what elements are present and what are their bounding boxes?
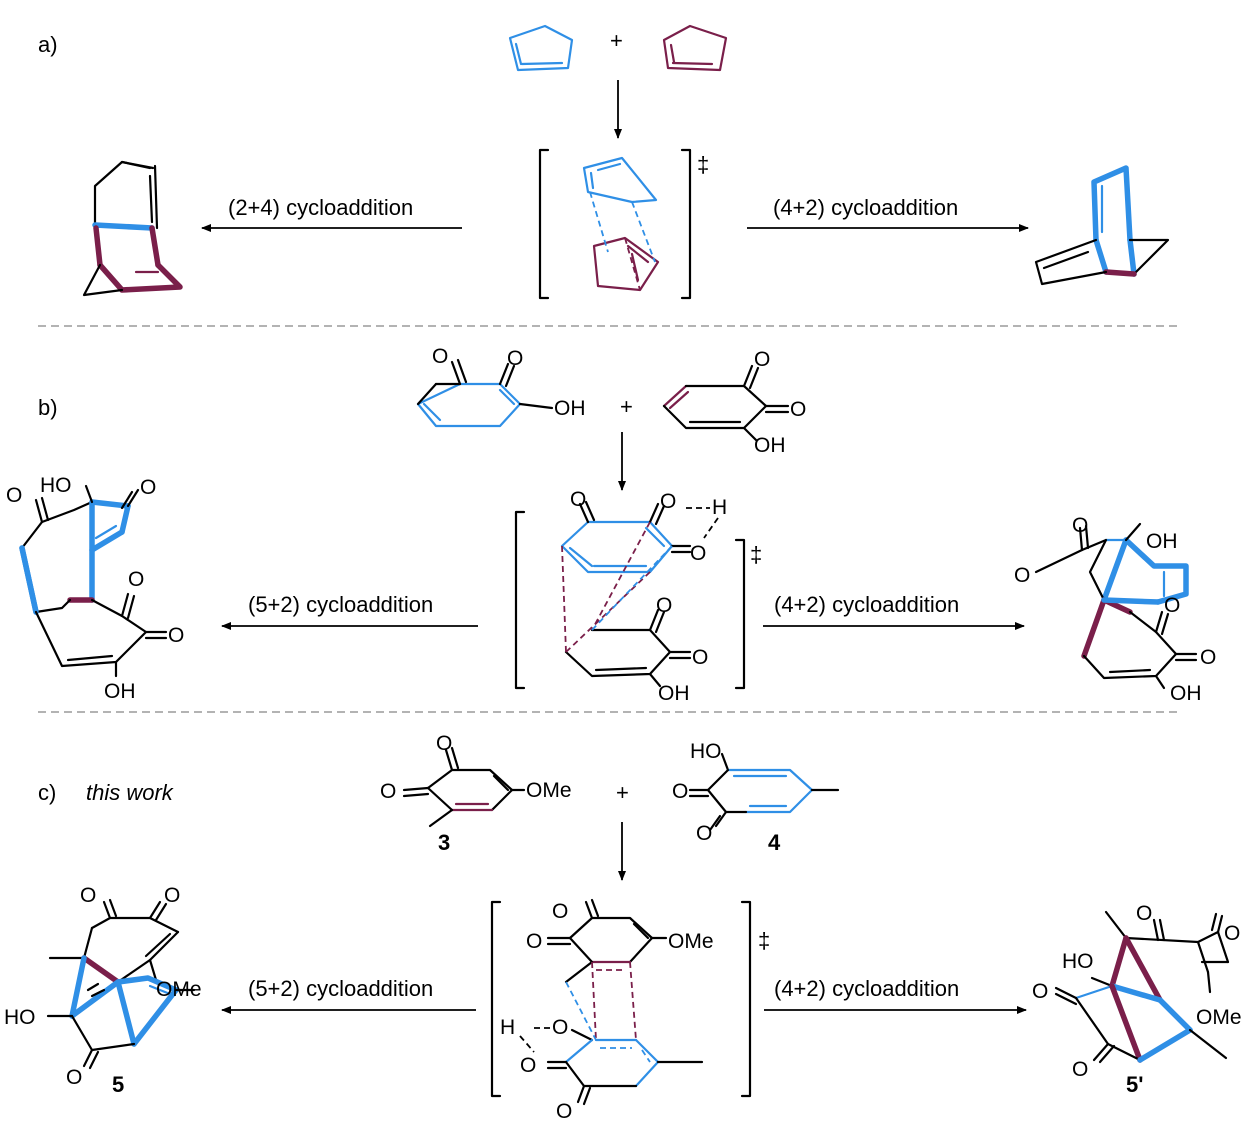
c5-atom-o: O (164, 884, 180, 907)
hydroxyquinone-maroon (662, 364, 790, 442)
panel-b-right-product (1034, 522, 1198, 690)
panel-b-ts-mark: ‡ (750, 542, 762, 567)
cyclopentadiene-blue (508, 24, 574, 72)
c-ts-atom-o: O (556, 1100, 572, 1123)
panel-c-ts-mark: ‡ (758, 928, 770, 953)
b-ts-atom-o: O (692, 646, 708, 669)
c5p-atom-o: O (1032, 980, 1048, 1003)
panel-a-ts-bracket-left (538, 148, 550, 300)
b-ts-atom-o: O (656, 594, 672, 617)
panel-a-left-product (82, 160, 183, 297)
compound-5-prime-label: 5' (1126, 1072, 1143, 1097)
compound-4-structure (688, 752, 840, 832)
c3-atom-o: O (380, 780, 396, 803)
panel-b-label: b) (38, 395, 58, 420)
c5p-atom-o: O (1136, 902, 1152, 925)
c-ts-atom-o: O (552, 1016, 568, 1039)
panel-a-ts-structure (582, 156, 660, 292)
panel-a-plus: + (610, 28, 623, 53)
panel-b-ts-bracket-right (734, 538, 746, 690)
c-ts-atom-o: O (526, 930, 542, 953)
b-lp-atom-o: O (6, 484, 22, 507)
c-ts-atom-h: H (500, 1016, 515, 1039)
panel-b: b) O O OH + O (6, 345, 1216, 705)
panel-a-ts-bracket-right (680, 148, 692, 300)
c-ts-atom-o: O (552, 900, 568, 923)
panel-a: a) + ‡ (38, 24, 1170, 300)
compound-5-label: 5 (112, 1072, 124, 1097)
compound-4-label: 4 (768, 830, 781, 855)
c3-atom-o: O (436, 732, 452, 755)
panel-c-ts-bracket-left (490, 900, 502, 1098)
panel-b-right-arrow-label: (4+2) cycloaddition (774, 592, 959, 617)
b-rp-atom-o: O (1164, 594, 1180, 617)
panel-a-ts-mark: ‡ (697, 152, 709, 177)
b-atom-o: O (432, 345, 448, 368)
b-atom-oh: OH (754, 434, 786, 457)
c5-atom-o: O (80, 884, 96, 907)
c4-atom-o: O (672, 780, 688, 803)
b-lp-atom-o: O (168, 624, 184, 647)
panel-c-ts-bracket-right (740, 900, 752, 1098)
c4-atom-o: O (696, 822, 712, 845)
panel-c-label: c) (38, 780, 56, 805)
b-rp-atom-oh: OH (1170, 682, 1202, 705)
panel-a-label: a) (38, 32, 58, 57)
c4-atom-ho: HO (690, 740, 722, 763)
c5p-atom-ho: HO (1062, 950, 1094, 973)
b-ts-atom-h: H (712, 496, 727, 519)
c5-atom-ome: OMe (156, 978, 202, 1001)
b-ts-atom-o: O (660, 490, 676, 513)
b-atom-oh: OH (554, 397, 586, 420)
c5p-atom-ome: OMe (1196, 1006, 1242, 1029)
b-lp-atom-ho: HO (40, 474, 72, 497)
c-ts-atom-ome: OMe (668, 930, 714, 953)
cyclopentadiene-maroon (662, 24, 728, 72)
c5-atom-ho: HO (4, 1006, 36, 1029)
panel-c-right-arrow-label: (4+2) cycloaddition (774, 976, 959, 1001)
b-rp-atom-oh: OH (1146, 530, 1178, 553)
c5-atom-o: O (66, 1066, 82, 1089)
panel-b-left-arrow-label: (5+2) cycloaddition (248, 592, 433, 617)
panel-b-plus: + (620, 394, 633, 419)
c3-atom-ome: OMe (526, 779, 572, 802)
panel-a-left-arrow-label: (2+4) cycloaddition (228, 195, 413, 220)
compound-3-label: 3 (438, 830, 450, 855)
b-lp-atom-o: O (128, 568, 144, 591)
b-rp-atom-o: O (1014, 564, 1030, 587)
panel-a-right-arrow-label: (4+2) cycloaddition (773, 195, 958, 220)
b-atom-o: O (507, 347, 523, 370)
b-ts-atom-oh: OH (658, 682, 690, 705)
panel-c-subtitle: this work (86, 780, 174, 805)
panel-c-left-arrow-label: (5+2) cycloaddition (248, 976, 433, 1001)
panel-b-left-product (19, 484, 168, 678)
hydroxyquinone-blue (416, 358, 554, 428)
c5p-atom-o: O (1072, 1058, 1088, 1081)
b-ts-atom-o: O (570, 488, 586, 511)
panel-b-ts-bracket-left (514, 510, 526, 690)
b-rp-atom-o: O (1072, 514, 1088, 537)
b-rp-atom-o: O (1200, 646, 1216, 669)
panel-a-right-product (1034, 165, 1170, 286)
compound-5-structure (46, 898, 196, 1070)
panel-c: c) this work O O OMe 3 + (4, 732, 1242, 1123)
b-atom-o: O (790, 398, 806, 421)
compound-3-structure (402, 746, 526, 828)
c5p-atom-o: O (1224, 922, 1240, 945)
b-lp-atom-oh: OH (104, 680, 136, 703)
b-atom-o: O (754, 348, 770, 371)
c-ts-atom-o: O (520, 1054, 536, 1077)
compound-5-prime-structure (1054, 910, 1230, 1064)
panel-b-ts-structure (560, 500, 719, 688)
b-ts-atom-o: O (690, 542, 706, 565)
panel-c-plus: + (616, 780, 629, 805)
panel-c-ts-structure (519, 898, 704, 1106)
b-lp-atom-o: O (140, 476, 156, 499)
